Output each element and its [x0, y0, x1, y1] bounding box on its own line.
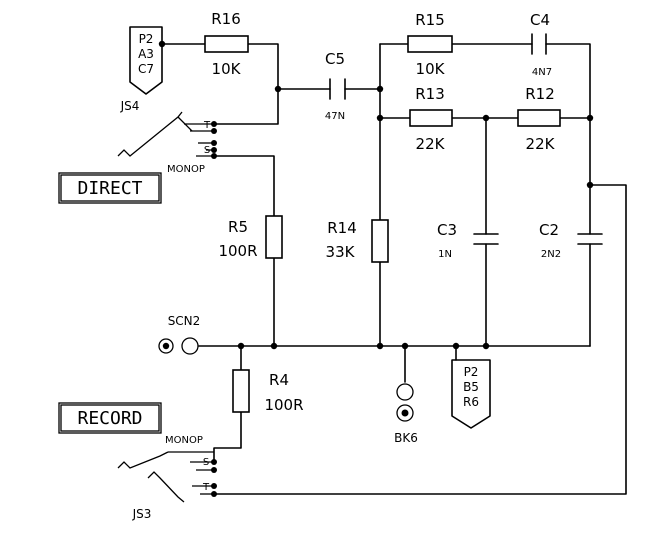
resistor-r5-body	[265, 215, 283, 259]
junction-dot	[376, 114, 384, 122]
scn2-connector-symbol	[158, 337, 199, 355]
bk6-testpoint-symbol	[396, 383, 414, 422]
js4-pin-s: S	[204, 145, 210, 156]
js4-type: MONOP	[167, 164, 205, 175]
junction-dot	[452, 342, 460, 350]
resistor-r12-body	[517, 109, 561, 127]
junction-dot	[401, 342, 409, 350]
record-label-box: RECORD	[58, 402, 162, 434]
junction-dot	[376, 85, 384, 93]
resistor-r15-body	[407, 35, 453, 53]
js4-pin-t: T	[203, 120, 211, 131]
flag-bottom-line-3: R6	[463, 395, 479, 409]
junction-dot	[482, 114, 490, 122]
c5-ref: C5	[325, 50, 345, 68]
junction-dot	[274, 85, 282, 93]
jack-pin-dot	[211, 483, 217, 489]
record-label: RECORD	[77, 408, 142, 429]
jack-pin-dot	[211, 467, 217, 473]
r16-ref: R16	[211, 10, 241, 28]
js3-pin-s: S	[203, 457, 209, 468]
junction-dot	[586, 181, 594, 189]
js3-type: MONOP	[165, 435, 203, 446]
r13-value: 22K	[416, 135, 446, 153]
capacitor-c4-symbol	[531, 33, 547, 55]
r14-value: 33K	[326, 243, 356, 261]
jack-pin-dot	[211, 459, 217, 465]
c4-value: 4N7	[532, 67, 552, 78]
flag-top-line-1: P2	[139, 32, 154, 46]
r14-ref: R14	[327, 219, 357, 237]
offpage-flag-bottom: P2 B5 R6	[451, 359, 491, 429]
junction-dot	[270, 342, 278, 350]
jack-js3-symbol	[117, 451, 217, 503]
capacitor-c3-symbol	[473, 233, 499, 245]
resistor-r13-body	[409, 109, 453, 127]
jack-pin-dot	[211, 140, 217, 146]
jack-pin-dot	[211, 153, 217, 159]
scn2-ref: SCN2	[168, 314, 201, 328]
r16-value: 10K	[212, 60, 242, 78]
offpage-flag-top: P2 A3 C7	[129, 26, 163, 95]
js3-pin-t: T	[202, 482, 210, 493]
c2-value: 2N2	[541, 249, 561, 260]
r5-ref: R5	[228, 218, 248, 236]
resistor-r14-body	[371, 219, 389, 263]
jack-pin-dot	[211, 128, 217, 134]
resistor-r16-body	[204, 35, 249, 53]
direct-label-box: DIRECT	[58, 172, 162, 204]
flag-top-line-2: A3	[138, 47, 154, 61]
wires	[161, 43, 627, 495]
r4-value: 100R	[264, 396, 303, 414]
r12-ref: R12	[525, 85, 555, 103]
c3-value: 1N	[438, 249, 452, 260]
junction-dots	[158, 40, 594, 350]
c3-ref: C3	[437, 221, 457, 239]
js4-ref: JS4	[120, 99, 140, 113]
flag-bottom-line-1: P2	[464, 365, 479, 379]
junction-dot	[376, 342, 384, 350]
junction-dot	[482, 342, 490, 350]
jack-pin-dot	[211, 121, 217, 127]
r13-ref: R13	[415, 85, 445, 103]
junction-dot	[586, 114, 594, 122]
flag-bottom-line-2: B5	[463, 380, 479, 394]
c5-value: 47N	[325, 111, 345, 122]
jack-js4-symbol	[117, 111, 217, 159]
js3-ref: JS3	[132, 507, 152, 521]
resistor-r4-body	[232, 369, 250, 413]
c4-ref: C4	[530, 11, 550, 29]
flag-top-line-3: C7	[138, 62, 154, 76]
capacitor-c5-symbol	[329, 78, 346, 100]
capacitor-c2-symbol	[577, 233, 603, 245]
r5-value: 100R	[218, 242, 257, 260]
bk6-ref: BK6	[394, 431, 418, 445]
jack-pin-dot	[211, 491, 217, 497]
junction-dot	[237, 342, 245, 350]
r15-ref: R15	[415, 11, 445, 29]
direct-label: DIRECT	[77, 178, 142, 199]
c2-ref: C2	[539, 221, 559, 239]
jack-pin-dot	[211, 147, 217, 153]
r15-value: 10K	[416, 60, 446, 78]
r12-value: 22K	[526, 135, 556, 153]
r4-ref: R4	[269, 371, 289, 389]
